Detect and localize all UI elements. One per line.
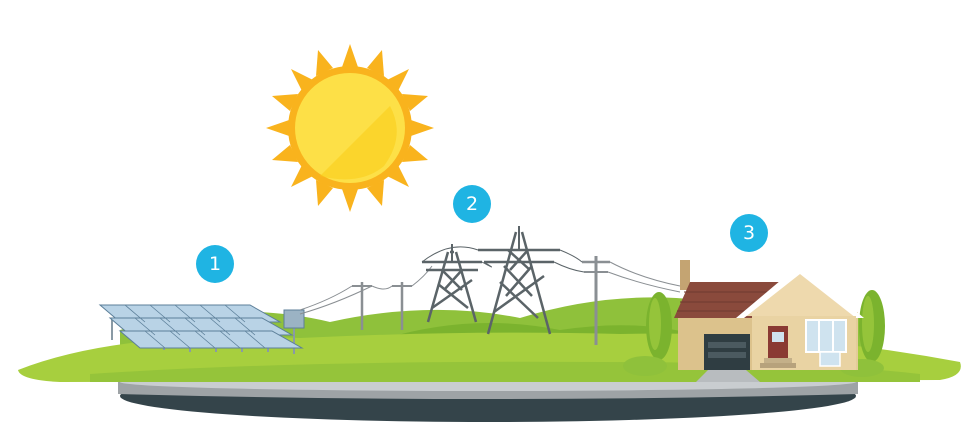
- solar-panel-array-icon: [98, 304, 305, 354]
- step-3-badge[interactable]: 3: [730, 214, 768, 252]
- step-1-badge[interactable]: 1: [196, 245, 234, 283]
- sun-icon: [266, 44, 434, 212]
- house-icon: [674, 260, 864, 382]
- step-2-badge[interactable]: 2: [453, 185, 491, 223]
- distribution-lines: [299, 256, 681, 345]
- tree-icon: [859, 290, 885, 372]
- power-tower-icon: [421, 226, 585, 335]
